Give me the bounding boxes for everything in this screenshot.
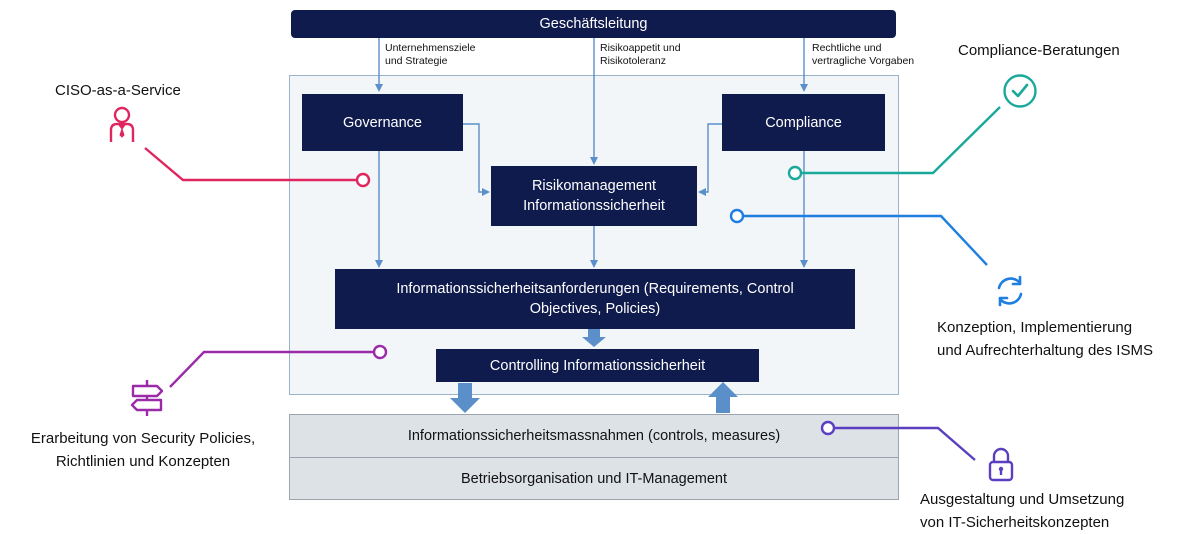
requirements-box: Informationssicherheitsanforderungen (Re… [335, 269, 855, 329]
compliance-label: Compliance [765, 114, 842, 131]
governance-label: Governance [343, 114, 422, 131]
refresh-icon [997, 275, 1023, 307]
person-tie-icon [109, 106, 135, 142]
isms-label: Konzeption, Implementierung und Aufrecht… [937, 319, 1153, 359]
compliance-consulting-label: Compliance-Beratungen [958, 42, 1120, 59]
security-concepts-label: Ausgestaltung und Umsetzung von IT-Siche… [920, 491, 1125, 531]
signpost-icon [130, 380, 164, 416]
input-legal: Rechtliche und vertragliche Vorgaben [812, 42, 915, 67]
management-title: Geschäftsleitung [539, 16, 648, 32]
operations-box: Betriebsorganisation und IT-Management [289, 457, 899, 500]
management-bar: Geschäftsleitung [291, 10, 896, 38]
risk-management-box: Risikomanagement Informationssicherheit [491, 166, 697, 226]
input-goals: Unternehmensziele und Strategie [385, 42, 476, 67]
checkmark-circle-icon [1003, 74, 1037, 108]
controlling-box: Controlling Informationssicherheit [436, 349, 759, 382]
requirements-label: Informationssicherheitsanforderungen (Re… [396, 281, 794, 317]
input-risk-appetite: Risikoappetit und Risikotoleranz [600, 42, 681, 67]
controlling-label: Controlling Informationssicherheit [489, 357, 706, 374]
policies-label: Erarbeitung von Security Policies, Richt… [30, 430, 256, 470]
risk-management-label: Risikomanagement Informationssicherheit [523, 178, 665, 214]
governance-box: Governance [302, 94, 463, 151]
operations-label: Betriebsorganisation und IT-Management [461, 470, 727, 487]
ciso-label: CISO-as-a-Service [55, 82, 181, 99]
measures-box: Informationssicherheitsmassnahmen (contr… [289, 414, 899, 458]
measures-label: Informationssicherheitsmassnahmen (contr… [407, 428, 781, 444]
padlock-icon [988, 447, 1014, 482]
compliance-box: Compliance [722, 94, 885, 151]
